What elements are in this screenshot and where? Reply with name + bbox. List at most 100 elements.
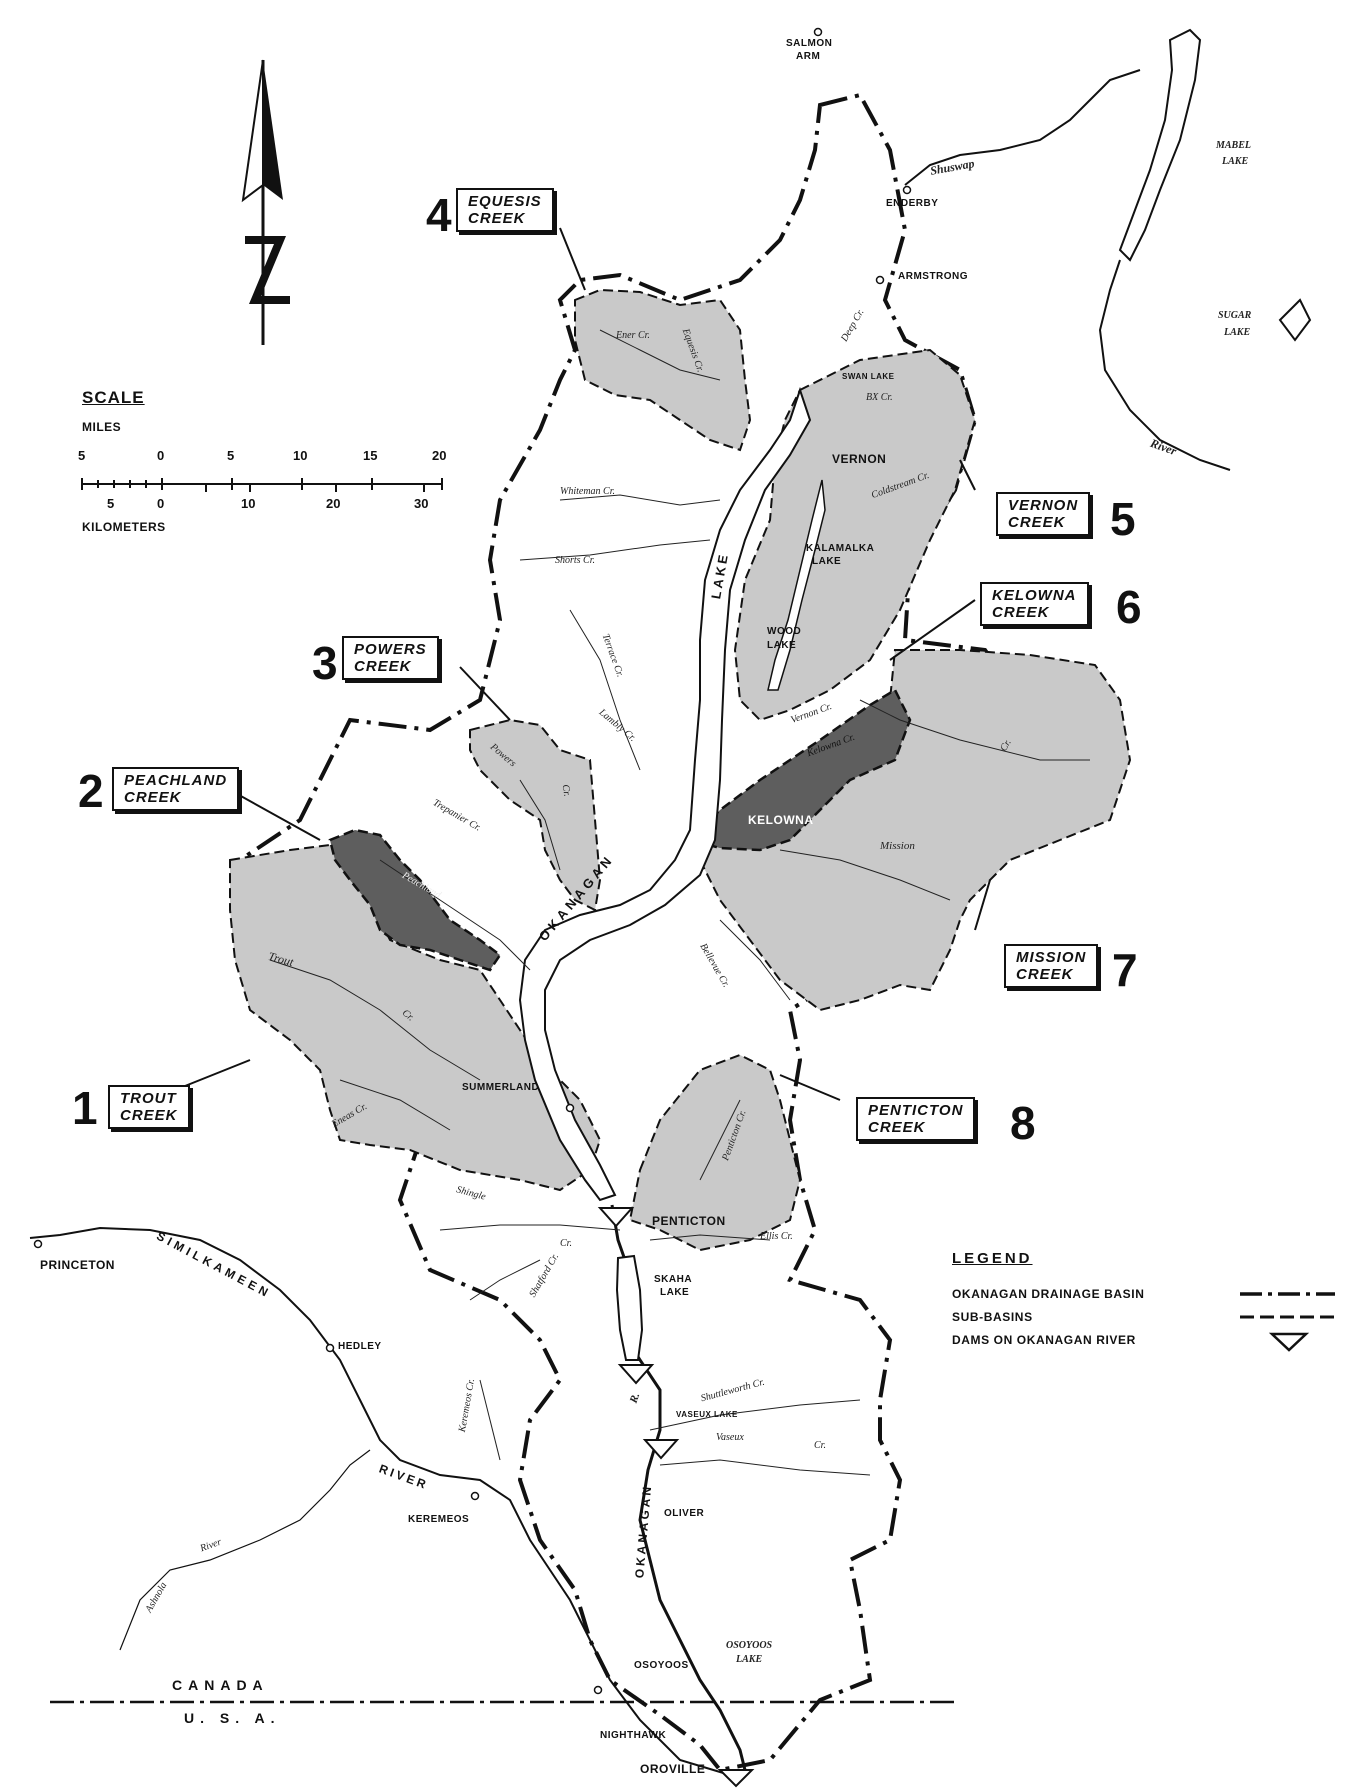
scale-tick: 20 [326, 496, 341, 511]
scale-tick: 10 [241, 496, 256, 511]
callout-number-3: 3 [312, 637, 338, 689]
triangle-icon [597, 1207, 635, 1228]
place-label-kelowna: KELOWNA [748, 813, 814, 827]
streams [269, 329, 1090, 1476]
sugar-lake [1278, 298, 1312, 342]
legend-title: LEGEND [952, 1250, 1033, 1267]
stream-label-ellis-cr: Ellis Cr. [760, 1231, 793, 1242]
place-label-hedley: HEDLEY [338, 1341, 382, 1352]
subbasin-powers [469, 718, 602, 912]
callout-number-7: 7 [1112, 944, 1138, 996]
scale-tick: 5 [78, 448, 86, 463]
border-label-usa: U. S. A. [184, 1710, 281, 1726]
callout-number-4: 4 [426, 189, 452, 241]
place-label-keremeos: KEREMEOS [408, 1514, 470, 1525]
callout-number-1: 1 [72, 1082, 98, 1134]
place-label-penticton: PENTICTON [652, 1214, 726, 1228]
place-label-wood-lake: LAKE [767, 640, 797, 651]
mabel-lake [1118, 28, 1202, 262]
place-label-summerland: SUMMERLAND [462, 1082, 540, 1093]
stream-label-bx-cr: BX Cr. [866, 392, 893, 403]
okanagan-drainage-basin-boundary [237, 92, 1023, 1773]
stream-label-shingle-cr: Cr. [560, 1238, 572, 1249]
place-label-skaha-lake: LAKE [660, 1287, 690, 1298]
place-label-oliver: OLIVER [664, 1508, 705, 1519]
sugar-lake-river [1098, 259, 1231, 471]
callout-number-5: 5 [1110, 493, 1136, 545]
place-label-mabel-lake: MABEL [1216, 140, 1252, 151]
triangle-icon [642, 1439, 680, 1460]
place-label-salmon-arm: SALMON [786, 38, 833, 49]
okanagan-lake [518, 386, 812, 1202]
callout-number-2: 2 [78, 765, 104, 817]
place-label-sugar-lake: SUGAR [1218, 310, 1252, 321]
town-markers [33, 27, 912, 1695]
scale-bar-icon [81, 478, 443, 492]
place-label-princeton: PRINCETON [40, 1258, 115, 1272]
place-label-nighthawk: NIGHTHAWK [600, 1730, 667, 1741]
scale-tick: 15 [363, 448, 378, 463]
ashnola-river [119, 1449, 371, 1651]
subbasin-kelowna [687, 688, 912, 852]
scale-tick: 5 [107, 496, 115, 511]
scale-tick: 30 [414, 496, 429, 511]
skaha-lake [615, 1254, 644, 1361]
scale-tick: 20 [432, 448, 447, 463]
place-label-osoyoos-lake: OSOYOOS [726, 1640, 773, 1651]
subbasin-equesis [574, 288, 752, 452]
place-label-kalamalka-lake: LAKE [812, 556, 842, 567]
legend-item-dams: DAMS ON OKANAGAN RIVER [952, 1333, 1136, 1347]
place-label-vernon: VERNON [832, 452, 887, 466]
stream-label-mission: Mission [880, 840, 915, 852]
place-label-oroville: OROVILLE [640, 1762, 706, 1776]
stream-label-whiteman-cr: Whiteman Cr. [560, 486, 615, 497]
subbasin-peachland [328, 828, 502, 972]
place-label-swan-lake: SWAN LAKE [842, 372, 895, 381]
stream-label-powers-cr: Cr. [559, 783, 573, 798]
stream-label-vaseux-cr: Cr. [814, 1440, 826, 1451]
stream-label-ener-cr: Ener Cr. [616, 330, 650, 341]
kalamalka-lake [767, 479, 826, 691]
callout-leaders [179, 227, 991, 1101]
stream-label-vaseux: Vaseux [716, 1432, 744, 1443]
scale-tick: 0 [157, 448, 165, 463]
place-label-armstrong: ARMSTRONG [898, 271, 969, 282]
scale-miles-label: MILES [82, 420, 122, 434]
place-label-kalamalka-lake: KALAMALKA [806, 543, 875, 554]
place-label-osoyoos: OSOYOOS [634, 1660, 689, 1671]
scale-tick: 5 [227, 448, 235, 463]
scale-tick: 10 [293, 448, 308, 463]
callout-number-8: 8 [1010, 1097, 1036, 1149]
legend-item-drainage-basin: OKANAGAN DRAINAGE BASIN [952, 1287, 1145, 1301]
subbasin-mission [688, 649, 1132, 1012]
place-label-enderby: ENDERBY [886, 198, 939, 209]
place-label-vaseux-lake: VASEUX LAKE [676, 1410, 738, 1419]
dam-icons [597, 1207, 755, 1788]
shuswap-river [904, 69, 1141, 186]
place-label-mabel-lake: LAKE [1222, 156, 1249, 167]
stream-label-shorts-cr: Shorts Cr. [555, 555, 596, 566]
legend-item-sub-basins: SUB-BASINS [952, 1310, 1033, 1324]
border-label-canada: CANADA [172, 1677, 269, 1693]
subbasin-penticton [628, 1053, 802, 1252]
place-label-skaha-lake: SKAHA [654, 1274, 693, 1285]
triangle-icon [717, 1769, 755, 1788]
legend-symbols [1240, 1292, 1335, 1352]
scale-tick: 0 [157, 496, 165, 511]
scale-title: SCALE [82, 388, 145, 407]
similkameen-river [29, 1226, 731, 1776]
north-arrow-icon [241, 59, 290, 345]
scale-km-label: KILOMETERS [82, 520, 166, 534]
place-label-wood-lake: WOOD [767, 626, 802, 637]
callout-number-6: 6 [1116, 581, 1142, 633]
triangle-icon [617, 1364, 655, 1385]
